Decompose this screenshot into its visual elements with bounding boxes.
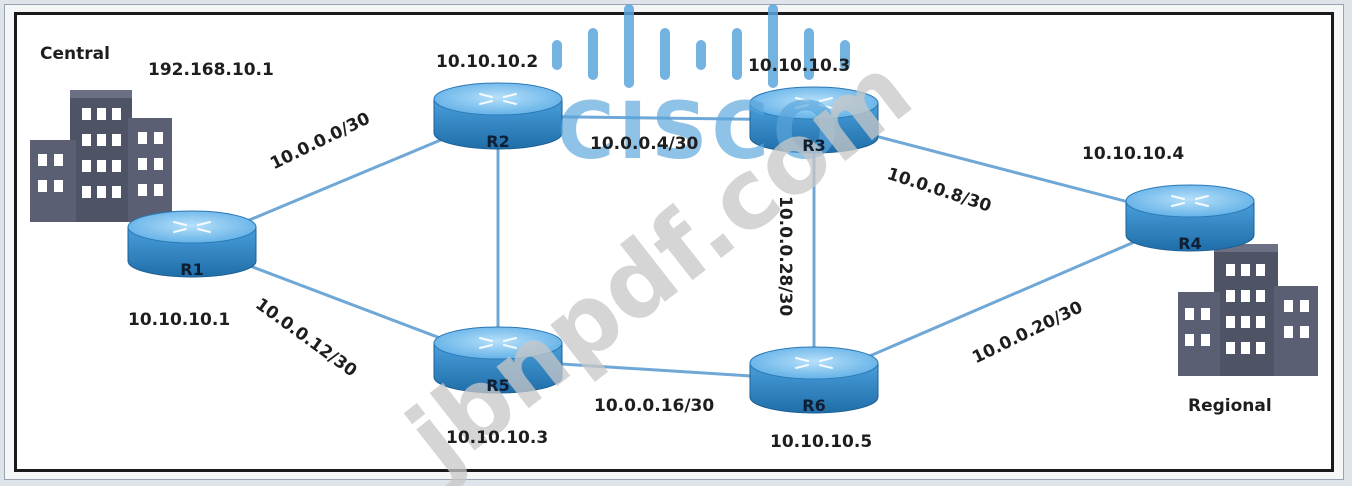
r4-router-icon (1125, 184, 1255, 252)
r2-router-icon (433, 82, 563, 150)
r3-name-label: R3 (802, 136, 826, 155)
link-r6-r4 (813, 216, 1191, 382)
r4-ip-label: 10.10.10.4 (1082, 144, 1185, 164)
r6-router-icon (749, 346, 879, 414)
r3-ip-label: 10.10.10.3 (748, 56, 851, 76)
r5-name-label: R5 (486, 376, 510, 395)
r6-ip-label: 10.10.10.5 (770, 432, 873, 452)
r4-name-label: R4 (1178, 234, 1202, 253)
regional-site-label: Regional (1188, 396, 1272, 416)
r6-name-label: R6 (802, 396, 826, 415)
link-r5-r6-label: 10.0.0.16/30 (594, 396, 715, 416)
r2-name-label: R2 (486, 132, 510, 151)
r1-router-icon (127, 210, 257, 278)
r1-name-label: R1 (180, 260, 204, 279)
central-site-label: Central (40, 44, 110, 64)
cisco-logo-text: CISCO (557, 87, 843, 177)
r3-router-icon (749, 86, 879, 154)
link-r2-r3-label: 10.0.0.4/30 (590, 134, 699, 154)
central-address-label: 192.168.10.1 (148, 60, 274, 80)
link-r3-r6-label: 10.0.0.28/30 (775, 196, 795, 317)
r1-ip-label: 10.10.10.1 (128, 310, 231, 330)
r5-ip-label: 10.10.10.3 (446, 428, 549, 448)
routers-layer (127, 82, 1255, 414)
r2-ip-label: 10.10.10.2 (436, 52, 539, 72)
r5-router-icon (433, 326, 563, 394)
cisco-logo-watermark: CISCO (552, 4, 850, 177)
regional-building-icon (1178, 244, 1318, 376)
central-building-icon (30, 90, 172, 222)
